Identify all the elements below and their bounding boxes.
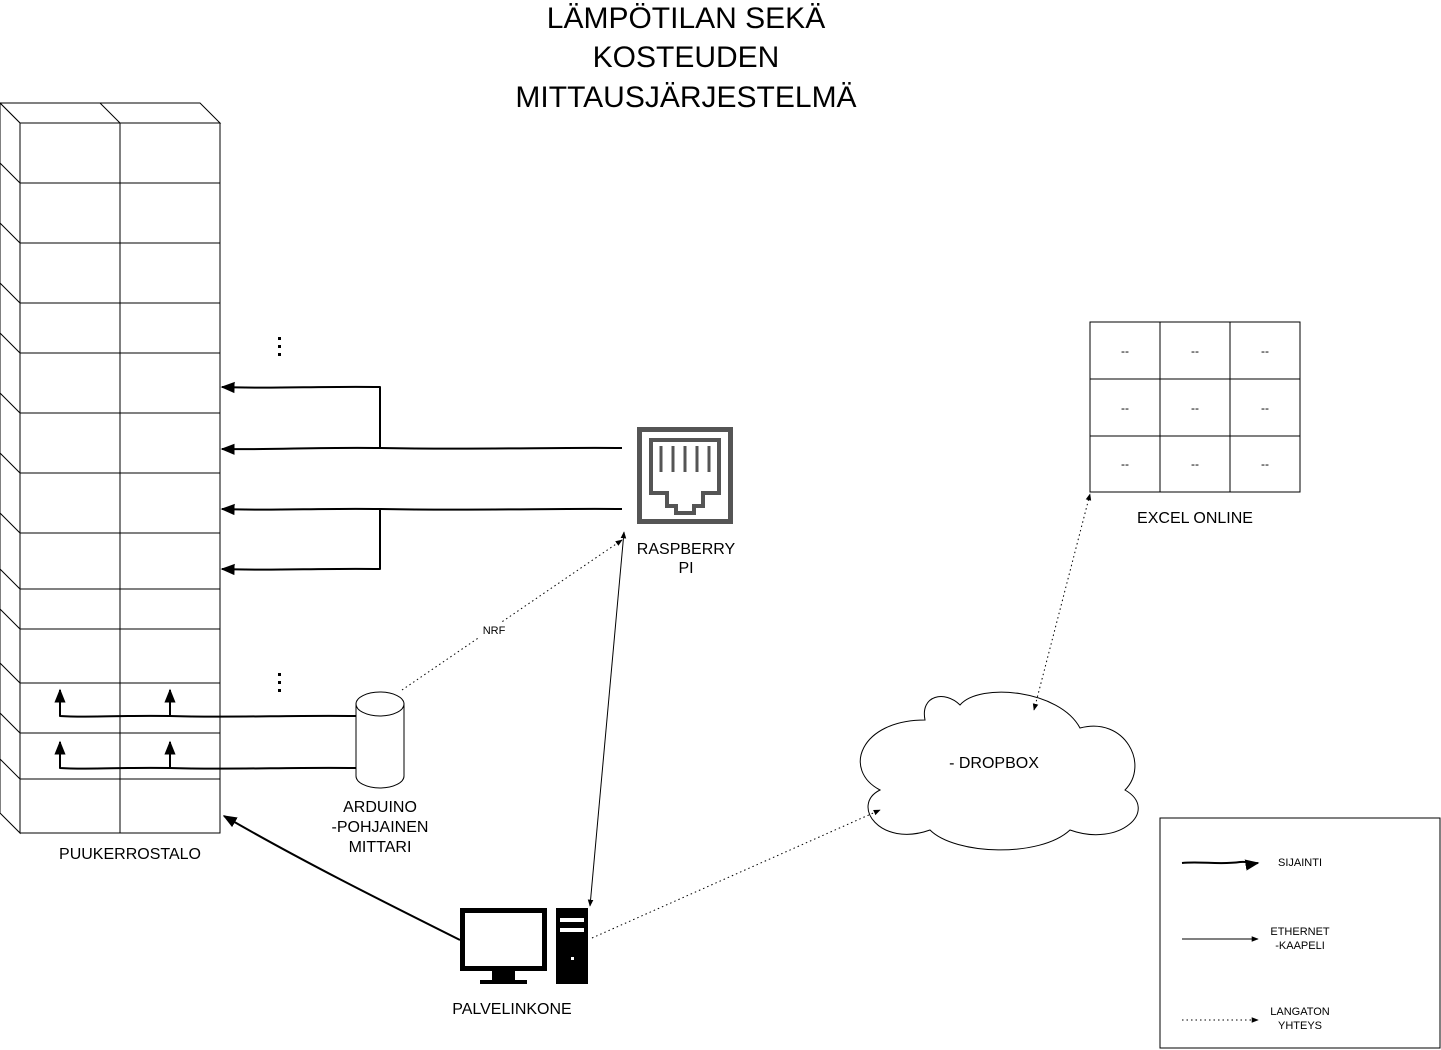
more-floors-indicator [278, 337, 281, 356]
legend-ethernet-label: -KAAPELI [1275, 940, 1325, 952]
floor-divider-side [0, 392, 21, 414]
excel-cell: -- [1261, 401, 1269, 415]
location-arrows [54, 381, 623, 941]
excel-cell: -- [1191, 344, 1199, 358]
location-path-1 [220, 381, 623, 450]
server-label: PALVELINKONE [452, 1001, 571, 1018]
more-floors-indicator-2 [278, 673, 281, 692]
ethernet-port-icon [637, 427, 733, 524]
location-path-3 [220, 503, 623, 516]
server-computer-icon [460, 908, 588, 984]
legend-ethernet-label: ETHERNET [1270, 926, 1330, 938]
arduino-label-line: -POHJAINEN [332, 819, 429, 836]
title-line-2: KOSTEUDEN [593, 41, 780, 74]
floor-divider-side [0, 222, 21, 244]
nrf-label-bg [478, 622, 512, 638]
arduino-label-line: ARDUINO [343, 799, 417, 816]
wireless-link-server-dropbox [591, 809, 881, 939]
excel-cell: -- [1191, 457, 1199, 471]
raspberry-label-line: RASPBERRY [637, 541, 736, 558]
location-path-2 [220, 443, 381, 455]
wireless-link-dropbox-excel [1032, 493, 1092, 711]
legend-box: SIJAINTI ETHERNET -KAAPELI LANGATON YHTE… [1159, 817, 1441, 1049]
raspberry-label-line: PI [678, 560, 693, 577]
excel-cell: -- [1121, 344, 1129, 358]
location-path-4 [220, 509, 381, 576]
floor-divider-side [0, 568, 21, 590]
arduino-label-line: MITTARI [349, 839, 412, 856]
floor-divider-side [0, 512, 21, 534]
raspberry-label: RASPBERRY PI [637, 541, 736, 577]
legend-location-label: SIJAINTI [1278, 857, 1322, 869]
floor-divider-side [0, 758, 21, 780]
dropbox-label: - DROPBOX [949, 755, 1039, 772]
nrf-edge-label: NRF [483, 625, 506, 637]
floor-divider-side [0, 332, 21, 354]
arduino-label: ARDUINO -POHJAINEN MITTARI [332, 799, 429, 856]
title-line-3: MITTAUSJÄRJESTELMÄ [515, 81, 856, 114]
location-path-5 [54, 688, 357, 718]
legend-wireless-label: YHTEYS [1278, 1020, 1322, 1032]
excel-cells: -- -- -- -- -- -- -- -- -- [1121, 344, 1269, 471]
diagram-title: LÄMPÖTILAN SEKÄ KOSTEUDEN MITTAUSJÄRJEST… [515, 2, 856, 114]
excel-cell: -- [1191, 401, 1199, 415]
excel-grid [1089, 321, 1301, 493]
excel-cell: -- [1261, 457, 1269, 471]
location-path-server [222, 815, 461, 941]
location-path-7 [54, 740, 357, 770]
excel-cell: -- [1121, 401, 1129, 415]
building-label: PUUKERROSTALO [59, 846, 201, 863]
excel-cell: -- [1121, 457, 1129, 471]
legend-wireless-label: LANGATON [1270, 1006, 1330, 1018]
floor-divider-side [0, 712, 21, 734]
arduino-cylinder-icon [355, 691, 405, 789]
floor-divider-side [0, 282, 21, 304]
legend-location-line [1181, 859, 1260, 871]
excel-label: EXCEL ONLINE [1137, 510, 1253, 527]
floor-divider-side [0, 162, 21, 184]
ethernet-link-server-raspberry [587, 531, 627, 907]
floor-divider-side [0, 452, 21, 474]
wireless-links [401, 493, 1092, 939]
floor-divider-side [0, 662, 21, 684]
floor-divider-side [0, 608, 21, 630]
building-shape [0, 102, 222, 835]
excel-cell: -- [1261, 344, 1269, 358]
wireless-link-arduino-raspberry [401, 539, 623, 691]
title-line-1: LÄMPÖTILAN SEKÄ [547, 2, 825, 35]
dropbox-cloud-icon [859, 691, 1139, 851]
